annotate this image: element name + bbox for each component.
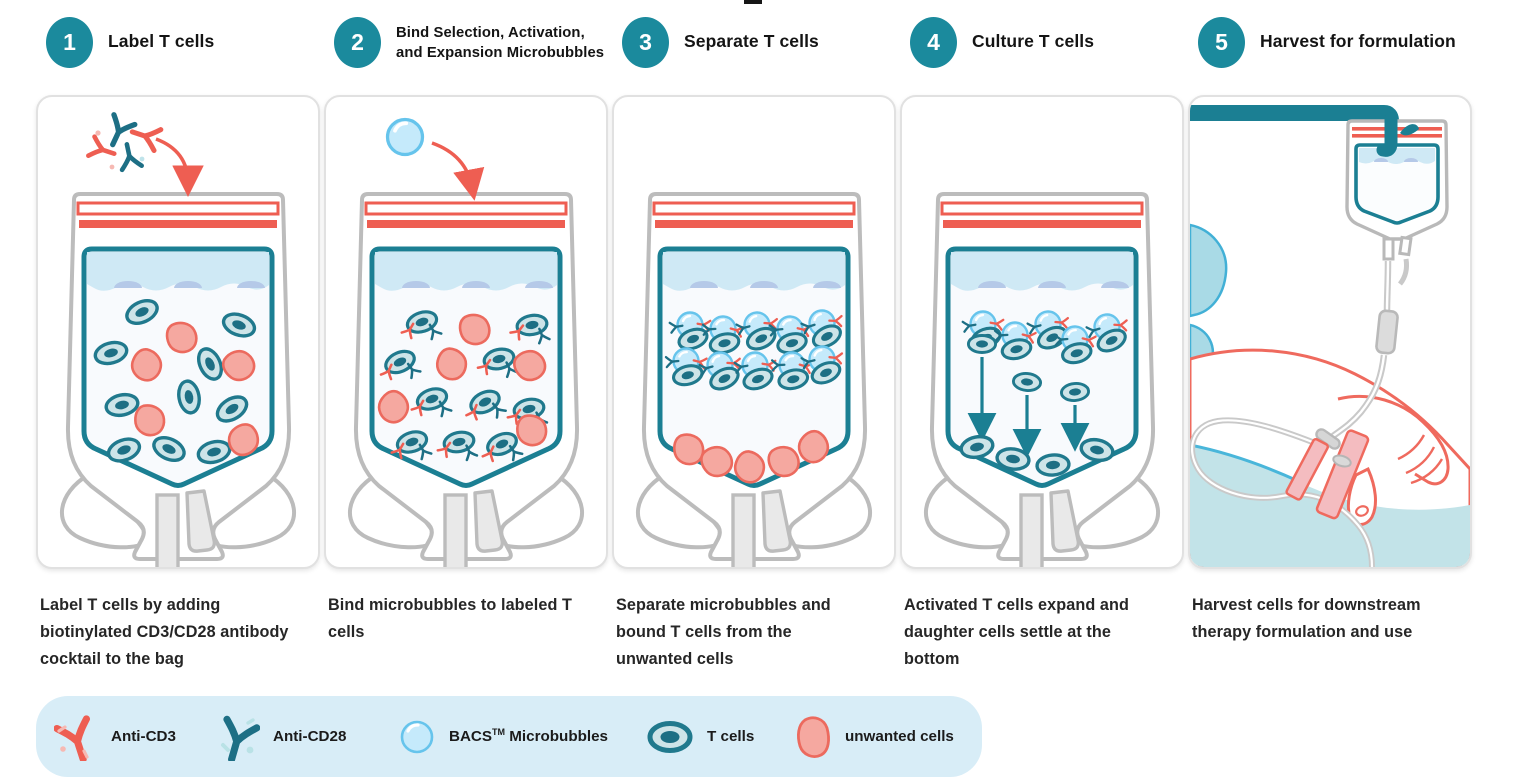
blood-bag-illustration [614, 97, 894, 567]
add-to-bag-arrow [155, 137, 204, 197]
step-3-caption: Separate microbubbles and bound T cells … [616, 596, 831, 668]
iv-hook [1376, 112, 1398, 157]
step-1-number-badge: 1 [46, 17, 93, 68]
blood-bag [350, 194, 582, 567]
step-2-title: Bind Selection, Activation, and Expansio… [396, 23, 604, 64]
step-5-title: Harvest for formulation [1260, 31, 1456, 51]
blood-bag-illustration [38, 97, 318, 567]
t-cell-icon [647, 720, 693, 753]
legend-label: BACSTM Microbubbles [449, 727, 608, 746]
legend-label: unwanted cells [845, 728, 954, 745]
step-2-caption: Bind microbubbles to labeled T cells [328, 596, 573, 641]
blood-bag [926, 194, 1158, 567]
antibody-cocktail-icon [88, 115, 160, 170]
hook-leaf [1400, 124, 1419, 136]
blood-bag-illustration [902, 97, 1182, 567]
settle-arrows [967, 357, 1090, 458]
unwanted-cell-icon [797, 715, 830, 758]
step-1-caption: Label T cells by adding biotinylated CD3… [40, 596, 289, 668]
step-number: 1 [63, 29, 76, 55]
panel-step-5-illustration [1188, 95, 1472, 569]
legend-label: Anti-CD3 [111, 728, 176, 745]
legend-item-microbubbles: BACSTM Microbubbles [398, 696, 608, 777]
legend-item-t-cells: T cells [646, 696, 754, 777]
microbubble-icon [400, 720, 434, 753]
step-number: 3 [639, 29, 652, 55]
step-2-title-line2: and Expansion Microbubbles [396, 45, 605, 62]
step-5-number-badge: 5 [1198, 17, 1245, 68]
step-4-caption: Activated T cells expand and daughter ce… [904, 596, 1129, 668]
step-4-title: Culture T cells [972, 31, 1095, 51]
step-2-title-line1: Bind Selection, Activation, [396, 25, 585, 41]
panel-step-3-illustration [612, 95, 896, 569]
step-number: 2 [351, 29, 364, 55]
blood-bag-illustration [326, 117, 606, 567]
legend-item-anti-cd28: Anti-CD28 [216, 696, 346, 777]
anti-cd28-antibody-icon [216, 713, 260, 761]
step-3-number-badge: 3 [622, 17, 669, 68]
iv-tube [1190, 258, 1409, 567]
panel-step-4-illustration [900, 95, 1184, 569]
legend-label: Anti-CD28 [273, 728, 347, 745]
tube-connector [1375, 309, 1399, 355]
step-2-number-badge: 2 [334, 17, 381, 68]
step-4-number-badge: 4 [910, 17, 957, 68]
legend-label: T cells [707, 728, 755, 745]
legend-item-anti-cd3: Anti-CD3 [54, 696, 176, 777]
blood-bag [62, 194, 294, 567]
step-3-title: Separate T cells [684, 31, 819, 51]
legend: Anti-CD3 Anti-CD28 BACSTM Microbubbles [36, 696, 982, 777]
thumb-nail [1355, 505, 1369, 517]
patient-hand [1337, 394, 1450, 526]
panel-step-2-illustration [324, 95, 608, 569]
panel-step-1-illustration [36, 95, 320, 569]
needle-hub [1332, 454, 1352, 468]
step-5-caption: Harvest cells for downstream therapy for… [1192, 596, 1421, 641]
step-number: 5 [1215, 29, 1228, 55]
wrist-tape [1285, 437, 1330, 501]
microbubble-icon [385, 117, 425, 157]
add-to-bag-arrow [431, 141, 485, 201]
legend-item-unwanted-cells: unwanted cells [796, 696, 954, 777]
step-number: 4 [927, 29, 940, 55]
cropped-title-fragment [744, 0, 762, 4]
patient-sleeve [1190, 223, 1228, 318]
wrist-tape-wide [1315, 429, 1370, 520]
infusion-illustration [1190, 105, 1470, 567]
anti-cd3-antibody-icon [54, 713, 98, 761]
step-1-title: Label T cells [108, 31, 215, 51]
surface-edge [1190, 443, 1299, 483]
